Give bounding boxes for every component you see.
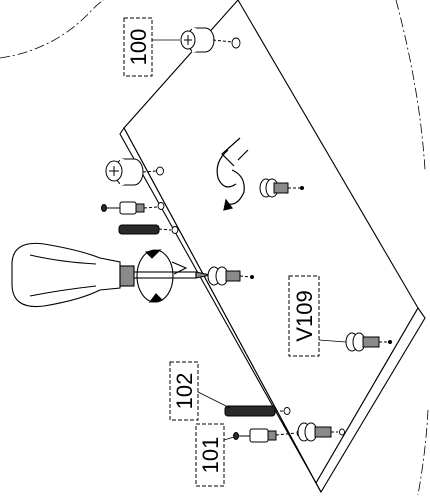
label-102: 102 [169, 361, 231, 421]
rotation-arrow-icon [136, 249, 188, 303]
top-left-arc [0, 0, 105, 59]
cam-lock-small [259, 178, 304, 198]
wooden-dowel-102 [224, 405, 284, 417]
hole [157, 202, 165, 210]
cam-lock [105, 158, 157, 186]
cam-lock-screwed [207, 266, 254, 286]
cam-lock-bottom [297, 422, 338, 442]
label-100-text: 100 [126, 29, 151, 66]
board-left-edge [119, 126, 322, 493]
label-v109-text: V109 [292, 290, 317, 341]
right-arc [395, 0, 426, 171]
cam-bolt [101, 201, 158, 215]
step-arrow-icon [216, 137, 249, 211]
label-100: 100 [123, 17, 180, 77]
hole [156, 166, 164, 176]
board-panel [119, 0, 426, 494]
label-101: 101 [195, 423, 235, 487]
bottom-right-arc [417, 409, 429, 496]
hole [283, 407, 291, 415]
hole [171, 226, 179, 234]
cam-lock-100 [180, 27, 233, 53]
wooden-dowel [118, 224, 172, 235]
cam-bolt-101 [233, 428, 297, 443]
hole [231, 37, 241, 49]
label-101-text: 101 [198, 437, 223, 474]
hole [339, 428, 345, 436]
screwdriver-icon [11, 242, 211, 308]
label-v109: V109 [288, 275, 347, 357]
label-102-text: 102 [172, 373, 197, 410]
